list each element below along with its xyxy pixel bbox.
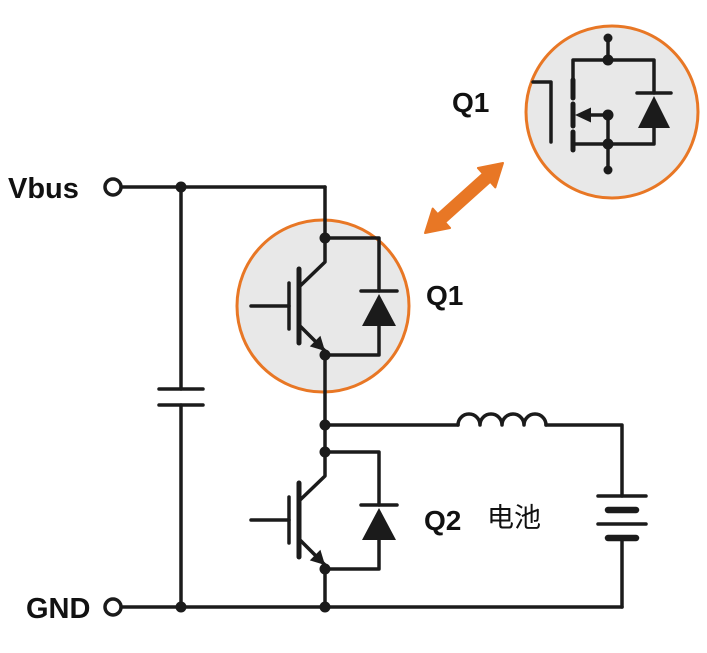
wire-q1-collector (297, 185, 327, 289)
mosfet-gate (531, 80, 553, 144)
wire-midpoint (297, 349, 327, 503)
zoom-arrow (424, 162, 504, 234)
gnd-label: GND (26, 593, 90, 625)
lead-end-dot (603, 165, 613, 175)
body-diode-bottom-link (606, 126, 656, 146)
battery-symbol (596, 494, 648, 542)
diode-q2-symbol (359, 503, 399, 540)
q2-diode-triangle (362, 508, 396, 540)
q1-emitter-arrow (309, 335, 325, 351)
q1-label: Q1 (426, 280, 463, 311)
body-diode-triangle (638, 96, 670, 128)
inductor-symbol (456, 412, 548, 427)
q2-emitter-arrow (309, 549, 325, 565)
mosfet-body-arrow (575, 107, 591, 123)
vbus-terminal (103, 177, 123, 197)
junction-dot (602, 54, 614, 66)
gnd-terminal (103, 597, 123, 617)
lead-end-dot (603, 33, 613, 43)
junction-dot (175, 181, 187, 193)
junction-dot (319, 446, 331, 458)
igbt-q1-symbol (249, 266, 325, 351)
junction-dots (175, 33, 614, 613)
body-diode-top-link (606, 58, 656, 95)
junction-dot (319, 601, 331, 613)
wire-inductor-to-batt (544, 423, 624, 498)
battery-label: 电池 (487, 503, 541, 534)
wire-q2-diode-bottom (323, 538, 381, 571)
q2-label: Q2 (424, 505, 461, 536)
wire-q1-diode-top (323, 236, 381, 293)
diode-q1-symbol (359, 289, 399, 326)
capacitor-symbol (157, 387, 205, 407)
q1-highlight-circle (235, 218, 411, 394)
wire-q1-diode-bottom (323, 324, 381, 357)
vbus-label: Vbus (8, 173, 79, 205)
junction-dot (319, 419, 331, 431)
igbt-q2-symbol (249, 480, 325, 565)
junction-dot (175, 601, 187, 613)
q1-diode-triangle (362, 294, 396, 326)
junction-dot (602, 138, 614, 150)
q1-zoom-label: Q1 (452, 87, 489, 118)
junction-dot (319, 563, 331, 575)
junction-dot (319, 349, 331, 361)
mosfet-drain-lead (571, 36, 610, 82)
wire-q2-diode-top (323, 450, 381, 507)
junction-dot (602, 109, 614, 121)
junction-dot (319, 232, 331, 244)
